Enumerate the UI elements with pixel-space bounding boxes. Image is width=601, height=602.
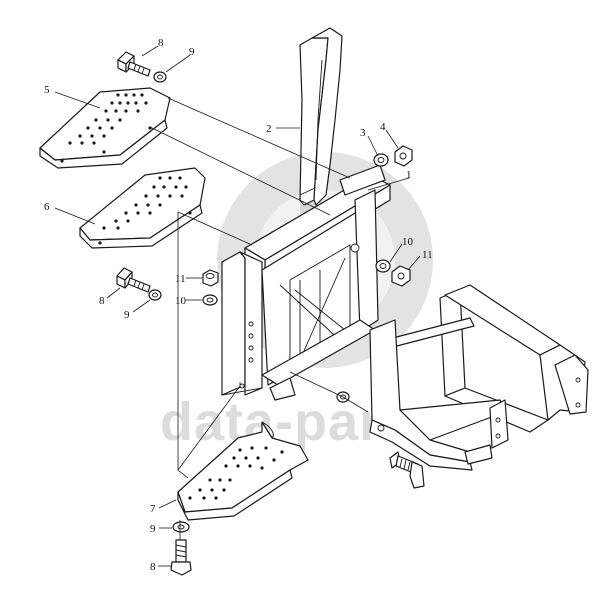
assembly-lines — [149, 97, 369, 540]
part-7-lower-step-plate — [177, 421, 309, 521]
part-2-vertical-support — [299, 27, 343, 206]
bolt-8-bottom — [170, 539, 192, 576]
washer-3 — [373, 153, 389, 167]
nut-11-right — [391, 265, 411, 287]
bolt-8-mid — [116, 267, 151, 293]
washer-9-mid — [148, 289, 162, 301]
callout-6: 6 — [44, 201, 50, 213]
callout-11-left: 11 — [175, 273, 186, 285]
callout-11-right: 11 — [422, 249, 433, 261]
callout-leaders — [54, 45, 421, 567]
swing-frame-assembly — [369, 284, 589, 471]
nut-4 — [394, 145, 413, 167]
callout-7: 7 — [150, 503, 156, 515]
part-6-middle-step-plate — [79, 167, 206, 249]
callout-9-mid: 9 — [124, 309, 130, 321]
bolt-8-top — [117, 51, 151, 77]
step-plate-6-holes — [98, 176, 192, 245]
washer-10-left — [202, 294, 218, 306]
callout-8-bottom: 8 — [150, 561, 156, 573]
callout-9-top: 9 — [189, 46, 195, 58]
washer-9-bottom — [172, 521, 190, 533]
part-5-upper-step-plate — [39, 87, 171, 169]
step-plate-7-holes — [188, 446, 284, 500]
callout-1: 1 — [406, 169, 412, 181]
nut-11-left — [202, 269, 219, 287]
step-plate-5-holes — [60, 93, 152, 163]
callout-5: 5 — [44, 84, 50, 96]
callout-numbers: 8 9 5 2 3 4 1 6 10 11 11 10 8 9 7 9 8 — [44, 37, 433, 573]
part-1-main-frame — [221, 164, 391, 401]
washer-10-right — [375, 259, 391, 273]
callout-3: 3 — [360, 127, 366, 139]
callout-10-right: 10 — [402, 236, 414, 248]
washer-9-top — [153, 71, 167, 83]
callout-2: 2 — [266, 123, 272, 135]
callout-8-top: 8 — [158, 37, 164, 49]
bolt-lower-right — [389, 451, 425, 489]
callout-9-bottom: 9 — [150, 523, 156, 535]
callout-10-left: 10 — [175, 295, 187, 307]
callout-4: 4 — [380, 121, 386, 133]
callout-8-mid: 8 — [99, 295, 105, 307]
